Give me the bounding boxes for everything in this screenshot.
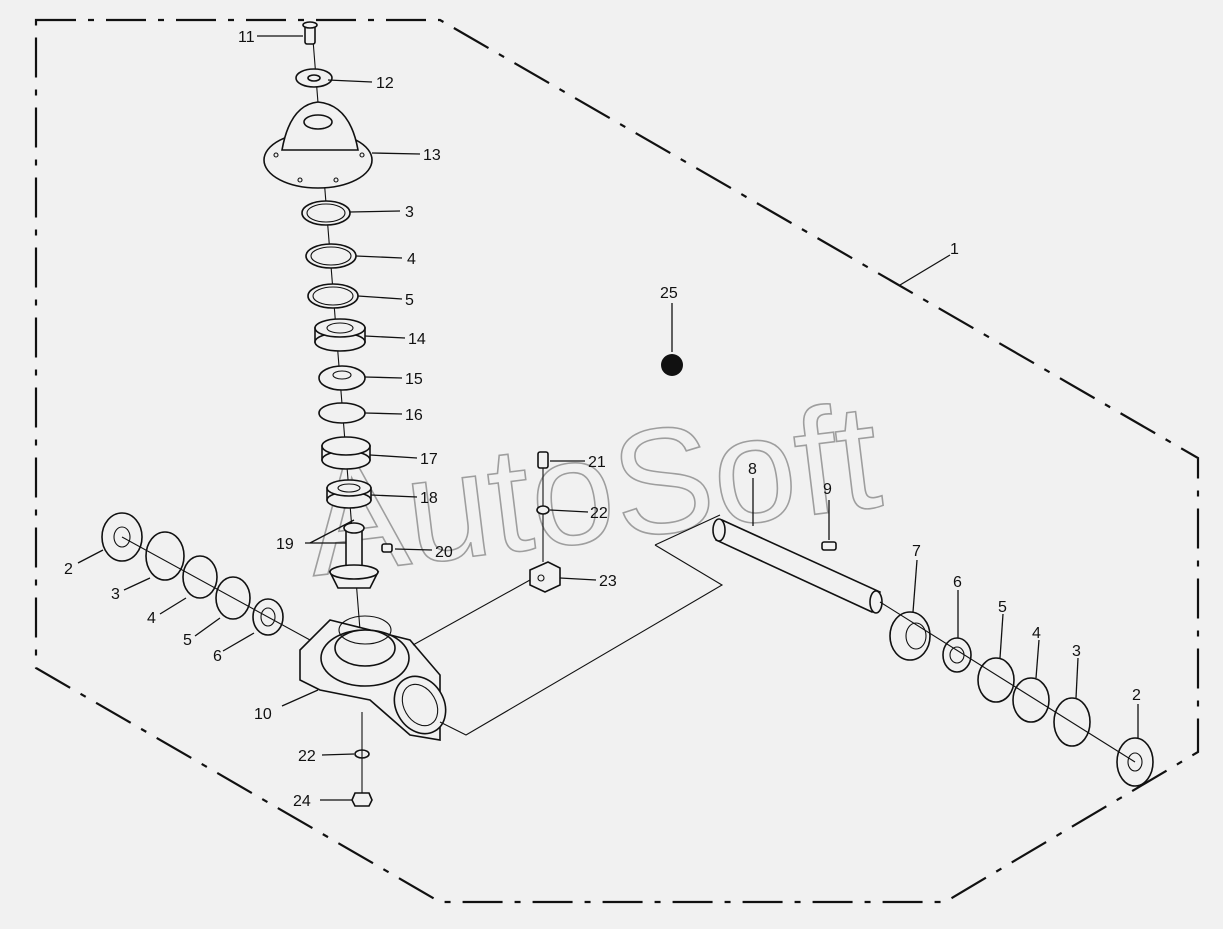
label-21: 21 <box>588 454 606 471</box>
label-12: 12 <box>376 75 394 92</box>
right-shim-part <box>977 657 1015 703</box>
gearbox-housing-part <box>299 615 447 741</box>
label-18: 18 <box>420 490 438 507</box>
label-3-top: 3 <box>405 204 414 221</box>
label-25: 25 <box>660 285 678 302</box>
label-6-left: 6 <box>213 648 222 665</box>
drive-shaft-part <box>712 518 883 614</box>
label-2-right: 2 <box>1132 687 1141 704</box>
label-10: 10 <box>254 706 272 723</box>
nut-part <box>351 792 373 807</box>
label-9: 9 <box>823 481 832 498</box>
label-7: 7 <box>912 543 921 560</box>
label-14: 14 <box>408 331 426 348</box>
washer-upper-part <box>536 505 550 515</box>
shaft-key-part <box>821 541 837 551</box>
label-24: 24 <box>293 793 311 810</box>
grease-fitting-part <box>537 451 549 562</box>
label-15: 15 <box>405 371 423 388</box>
left-ring-part <box>182 555 218 599</box>
label-13: 13 <box>423 147 441 164</box>
reference-dot <box>661 354 683 376</box>
label-23: 23 <box>599 573 617 590</box>
cover-part <box>263 101 373 189</box>
o-ring-part <box>318 402 366 424</box>
label-4-left: 4 <box>147 610 156 627</box>
pinion-shaft-part <box>328 522 380 589</box>
shim-part <box>307 283 359 309</box>
bearing-part <box>314 318 366 352</box>
circlip-part <box>301 200 351 226</box>
label-6-right: 6 <box>953 574 962 591</box>
left-axis-line <box>121 536 311 641</box>
label-2-left: 2 <box>64 561 73 578</box>
leader-lines <box>77 35 1139 801</box>
label-1: 1 <box>950 241 959 258</box>
right-axis-line <box>879 601 1136 763</box>
label-3-left: 3 <box>111 586 120 603</box>
label-5-right: 5 <box>998 599 1007 616</box>
label-22-lower: 22 <box>298 748 316 765</box>
label-20: 20 <box>435 544 453 561</box>
right-ring-part <box>1012 677 1050 723</box>
block-part <box>529 561 561 593</box>
washer-part <box>295 68 333 88</box>
seal-part <box>321 436 371 470</box>
label-5-top: 5 <box>405 292 414 309</box>
screw-part <box>302 21 318 45</box>
bevel-gear-part <box>889 611 931 661</box>
label-19: 19 <box>276 536 294 553</box>
left-circlip-part <box>145 531 185 581</box>
kit-boundary <box>34 18 1200 904</box>
key-part <box>381 543 393 553</box>
label-3-right: 3 <box>1072 643 1081 660</box>
ring-part <box>305 243 357 269</box>
spacer-part <box>318 365 366 391</box>
label-11: 11 <box>238 29 255 46</box>
assembly-link-outline <box>412 514 724 736</box>
label-22-upper: 22 <box>590 505 608 522</box>
label-4-top: 4 <box>407 251 416 268</box>
right-bearing-part <box>942 637 972 673</box>
label-8: 8 <box>748 461 757 478</box>
lower-bearing-part <box>326 479 372 509</box>
label-5-left: 5 <box>183 632 192 649</box>
label-16: 16 <box>405 407 423 424</box>
label-17: 17 <box>420 451 438 468</box>
label-4-right: 4 <box>1032 625 1041 642</box>
